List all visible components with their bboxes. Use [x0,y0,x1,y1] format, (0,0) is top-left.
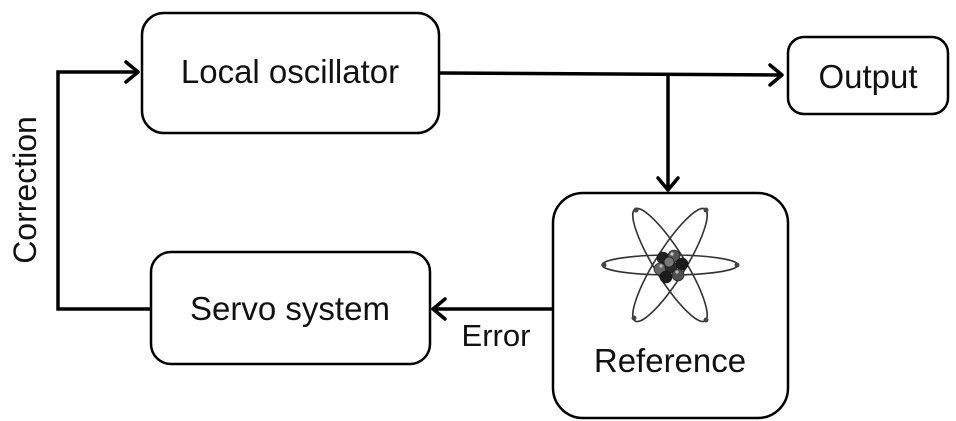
error-label: Error [462,318,531,353]
local-oscillator-box [140,11,441,135]
reference-node: Reference [551,191,790,420]
servo-system-node: Servo system [149,250,432,366]
servo-system-box [149,250,432,366]
reference-label: Reference [594,342,746,379]
servo-to-oscillator-arrowhead [124,60,140,84]
output-node: Output [786,35,950,116]
output-box [786,35,950,116]
output-label: Output [818,58,917,95]
correction-label: Correction [7,116,43,264]
servo-system-label: Servo system [190,290,390,327]
reference-to-servo-arrowhead [431,297,447,321]
reference-box [551,191,790,420]
oscillator-to-output-arrowhead [768,63,784,87]
branch-to-reference-arrowhead [656,176,680,192]
local-oscillator-node: Local oscillator [140,11,441,135]
atom-icon [601,207,740,323]
local-oscillator-label: Local oscillator [181,53,399,90]
servo-to-oscillator-line [56,70,150,311]
connectors [56,60,784,321]
oscillator-to-output-line [439,71,783,77]
